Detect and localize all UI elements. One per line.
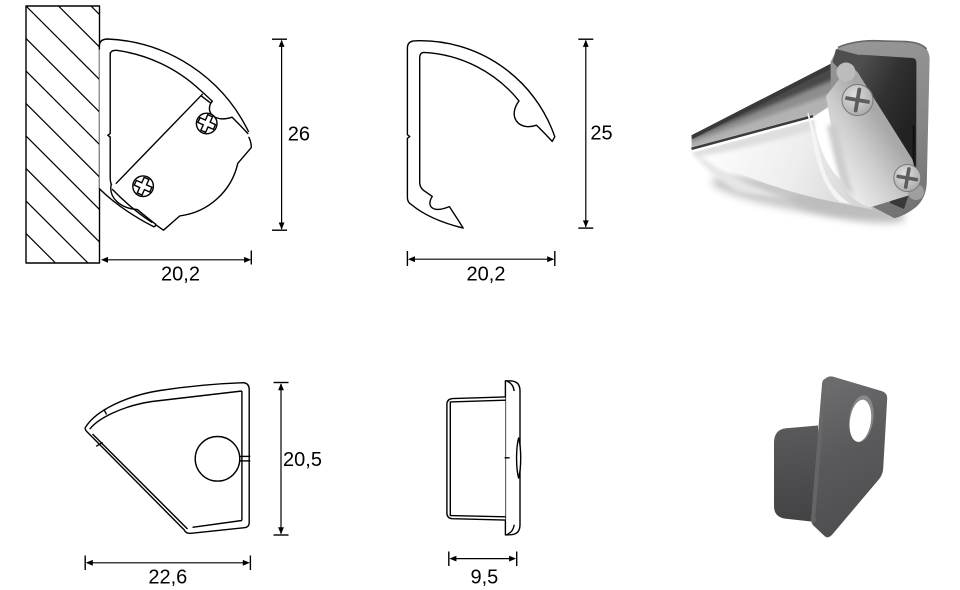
- svg-text:20,5: 20,5: [283, 449, 322, 471]
- svg-text:20,2: 20,2: [161, 264, 200, 286]
- svg-text:26: 26: [288, 123, 310, 145]
- svg-text:9,5: 9,5: [470, 567, 498, 589]
- svg-text:20,2: 20,2: [467, 264, 506, 286]
- svg-text:22,6: 22,6: [148, 567, 187, 589]
- svg-text:25: 25: [590, 122, 612, 144]
